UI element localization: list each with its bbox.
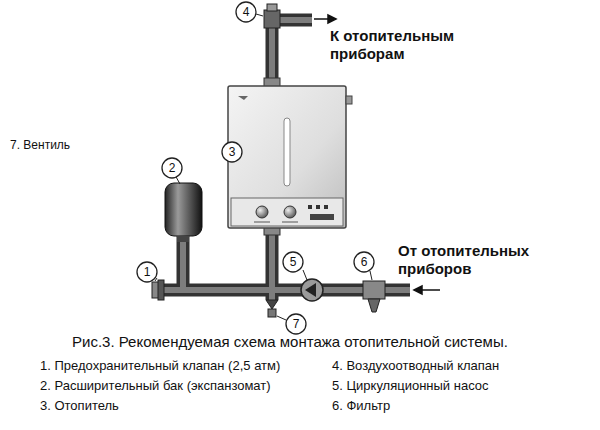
callout-number: 1 xyxy=(136,261,158,283)
callout-number: 6 xyxy=(353,251,375,273)
callout-circle: 1 xyxy=(136,261,158,283)
flow-label: От отопительных приборов xyxy=(398,242,558,278)
flow-label: К отопительным приборам xyxy=(330,27,480,63)
callout-circle: 5 xyxy=(282,251,304,273)
callout-circle: 3 xyxy=(221,141,243,163)
legend-item: 1. Предохранительный клапан (2,5 атм) xyxy=(40,358,325,374)
legend-item: 4. Воздухоотводный клапан xyxy=(332,358,592,374)
legend-item: 6. Фильтр xyxy=(332,398,592,414)
callout-circle: 7 xyxy=(285,313,307,335)
callout-circle: 4 xyxy=(235,1,257,23)
legend-item: 5. Циркуляционный насос xyxy=(332,378,592,394)
callout-circle: 6 xyxy=(353,251,375,273)
callout-number: 4 xyxy=(235,1,257,23)
air-valve xyxy=(264,4,280,28)
callout-number: 2 xyxy=(161,157,183,179)
callout-circle: 2 xyxy=(161,157,183,179)
flow-arrow xyxy=(314,15,336,23)
legend-item: 3. Отопитель xyxy=(40,398,325,414)
callout-number: 3 xyxy=(221,141,243,163)
circulation-pump xyxy=(301,279,323,301)
flow-arrow xyxy=(414,286,440,294)
legend-item: 2. Расширительный бак (экспанзомат) xyxy=(40,378,325,394)
safety-valve xyxy=(152,280,164,300)
callout-number: 5 xyxy=(282,251,304,273)
figure-caption: Рис.3. Рекомендуемая схема монтажа отопи… xyxy=(72,333,508,351)
filter xyxy=(363,281,385,312)
drain-valve xyxy=(266,300,278,317)
callout-number: 7 xyxy=(285,313,307,335)
note-label: 7. Вентиль xyxy=(10,138,210,152)
heater-body xyxy=(228,78,352,235)
expansion-tank xyxy=(165,183,202,242)
